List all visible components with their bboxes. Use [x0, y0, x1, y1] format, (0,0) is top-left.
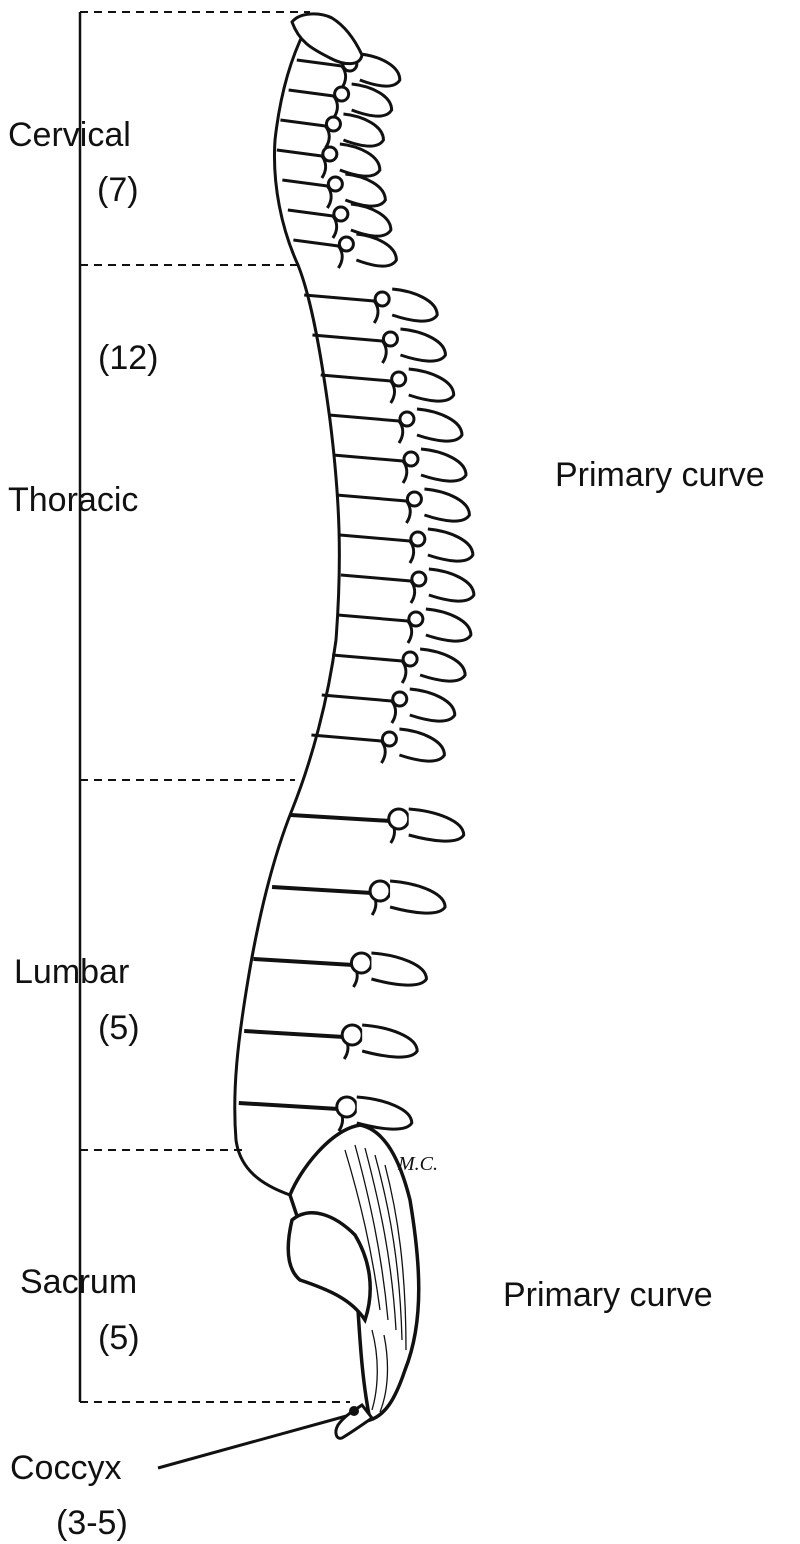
pedicle	[332, 205, 350, 223]
pedicle	[321, 145, 339, 163]
intervertebral-disc	[339, 533, 410, 543]
spinous-process	[399, 327, 447, 363]
spinous-process	[356, 1095, 414, 1131]
intervertebral-disc	[244, 1029, 345, 1039]
intervertebral-disc	[253, 957, 354, 967]
spinous-process	[408, 807, 466, 843]
spinous-process	[428, 567, 476, 603]
pedicle	[380, 730, 398, 748]
pedicle	[368, 879, 392, 903]
pedicle	[390, 370, 408, 388]
pedicle	[324, 115, 342, 133]
label-thoracic-curve: Primary curve	[555, 456, 765, 494]
intervertebral-disc	[287, 208, 334, 218]
spinous-process	[419, 647, 467, 683]
intervertebral-disc	[321, 693, 392, 703]
pedicle	[381, 330, 399, 348]
count-cervical: (7)	[97, 171, 139, 209]
intervertebral-disc	[293, 238, 339, 248]
spinous-process	[425, 607, 473, 643]
intervertebral-disc	[328, 413, 400, 423]
label-sacrum: Sacrum	[20, 1263, 138, 1301]
spinous-process	[344, 172, 387, 208]
pedicle	[402, 450, 420, 468]
pedicle	[387, 807, 411, 831]
coccyx-shape	[334, 1402, 375, 1440]
intervertebral-disc	[320, 373, 391, 383]
pedicle	[410, 570, 428, 588]
intervertebral-disc	[336, 493, 407, 503]
count-coccyx: (3-5)	[56, 1504, 128, 1542]
count-thoracic: (12)	[98, 339, 159, 377]
intervertebral-disc	[311, 733, 382, 743]
label-sacral-curve: Primary curve	[503, 1276, 713, 1314]
intervertebral-disc	[296, 58, 343, 68]
spinous-process	[416, 407, 464, 443]
spinous-process	[420, 447, 468, 483]
intervertebral-disc	[282, 178, 328, 188]
spinous-process	[389, 879, 447, 915]
spinous-process	[427, 527, 475, 563]
intervertebral-disc	[337, 613, 409, 623]
intervertebral-disc	[331, 653, 403, 663]
pedicle	[391, 690, 409, 708]
spinous-process	[351, 82, 394, 118]
coccyx-leader-line	[157, 1413, 351, 1470]
pedicle	[405, 490, 423, 508]
spinous-process	[423, 487, 471, 523]
spinous-process	[342, 112, 385, 148]
spinous-process	[409, 687, 457, 723]
spinous-process	[361, 1023, 419, 1059]
vertebrae-group	[238, 12, 476, 1132]
intervertebral-disc	[290, 813, 391, 823]
pedicle	[340, 1023, 364, 1047]
intervertebral-disc	[340, 573, 412, 583]
intervertebral-disc	[288, 88, 334, 98]
intervertebral-disc	[280, 118, 326, 128]
spinous-process	[359, 52, 402, 88]
pedicle	[333, 85, 351, 103]
pedicle	[409, 530, 427, 548]
atlas-vertebra	[290, 12, 364, 66]
pedicle	[349, 951, 373, 975]
count-lumbar: (5)	[98, 1009, 140, 1047]
pedicle	[398, 410, 416, 428]
pedicle	[407, 610, 425, 628]
artist-initials: M.C.	[397, 1153, 438, 1175]
pedicle	[337, 235, 355, 253]
label-lumbar: Lumbar	[14, 953, 130, 991]
spinous-process	[350, 202, 393, 238]
pedicle	[326, 175, 344, 193]
sacral-foramen-outline	[286, 1211, 372, 1324]
spinous-process	[398, 727, 446, 763]
count-sacrum: (5)	[98, 1319, 140, 1357]
pedicle	[373, 290, 391, 308]
region-dividers	[80, 11, 350, 1403]
spinous-process	[339, 142, 382, 178]
spine-anterior-outline	[233, 29, 341, 1197]
spinous-process	[355, 232, 398, 268]
coccyx-dot	[349, 1406, 359, 1416]
spinous-process	[371, 951, 428, 987]
intervertebral-disc	[238, 1101, 339, 1111]
label-coccyx: Coccyx	[10, 1449, 122, 1487]
intervertebral-disc	[332, 453, 404, 463]
pedicle	[335, 1095, 359, 1119]
spinous-process	[391, 287, 439, 323]
pedicle	[401, 650, 419, 668]
label-thoracic: Thoracic	[8, 481, 139, 519]
intervertebral-disc	[304, 293, 375, 303]
sacrum-hatching	[344, 1144, 407, 1413]
intervertebral-disc	[312, 333, 383, 343]
spinous-process	[408, 367, 456, 403]
intervertebral-disc	[271, 885, 373, 895]
label-cervical: Cervical	[8, 116, 131, 154]
intervertebral-disc	[276, 148, 323, 158]
